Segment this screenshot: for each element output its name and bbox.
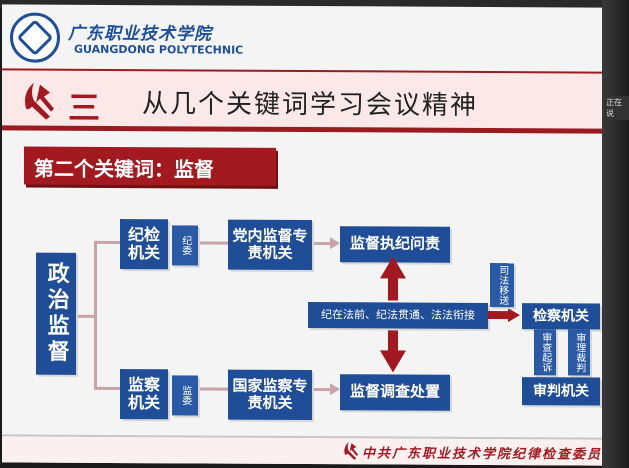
node-procuratorate: 检察机关 [522, 303, 600, 330]
arrow-shaft-upper [388, 276, 398, 301]
node-jiancha-jiguan: 监察机关 [120, 369, 168, 420]
side-status-tag: 正在说 [604, 96, 629, 120]
school-name-en: GUANGDONG POLYTECHNIC [74, 42, 244, 57]
node-review-prosecution: 审查起诉 [534, 329, 556, 376]
presentation-slide: 广东职业技术学院 GUANGDONG POLYTECHNIC 三 从几个关键词学… [2, 4, 602, 466]
connector-bottom-1 [200, 387, 228, 391]
node-state-supervision-organ: 国家监察专责机关 [228, 369, 312, 421]
party-emblem-icon [25, 82, 54, 120]
arrow-to-procuratorate-shaft [488, 310, 510, 320]
school-logo-icon [10, 12, 60, 63]
node-jiwei: 纪委 [172, 225, 198, 266]
arrow-shaft-lower [388, 326, 398, 353]
connector-root-bottom [94, 386, 120, 391]
keyword-label: 第二个关键词：监督 [24, 146, 276, 186]
node-political-supervision: 政治监督 [36, 252, 76, 375]
connector-root-mid [76, 314, 96, 318]
node-court: 审判机关 [522, 377, 600, 406]
monitor-bezel-right [602, 0, 629, 468]
connector-top-1 [200, 241, 228, 245]
footer-committee-name: 中共广东职业技术学院纪律检查委员会 [362, 446, 602, 465]
node-discipline-law-link: 纪在法前、纪法贯通、法法衔接 [308, 302, 488, 329]
slide-title: 从几个关键词学习会议精神 [142, 89, 479, 121]
party-emblem-icon [344, 442, 359, 460]
node-trial-judgment: 审理裁判 [568, 329, 590, 376]
arrow-up [380, 256, 406, 279]
arrow-down [380, 350, 406, 373]
monitor-bezel-top [0, 0, 629, 8]
school-name-cn: 广东职业技术学院 [68, 23, 212, 45]
node-party-supervision-organ: 党内监督专责机关 [228, 219, 312, 271]
arrow-top [330, 237, 340, 250]
node-supervision-investigation-disposal: 监督调查处置 [340, 374, 450, 411]
node-judicial-transfer: 司法移送 [490, 262, 514, 308]
connector-root-top [94, 240, 120, 245]
title-band: 三 从几个关键词学习会议精神 [2, 68, 602, 134]
section-number: 三 [68, 88, 101, 127]
node-jijian-jiguan: 纪检机关 [120, 219, 168, 270]
arrow-bottom [330, 383, 340, 396]
node-jianwei: 监委 [172, 375, 198, 416]
arrow-to-procuratorate [508, 308, 520, 323]
